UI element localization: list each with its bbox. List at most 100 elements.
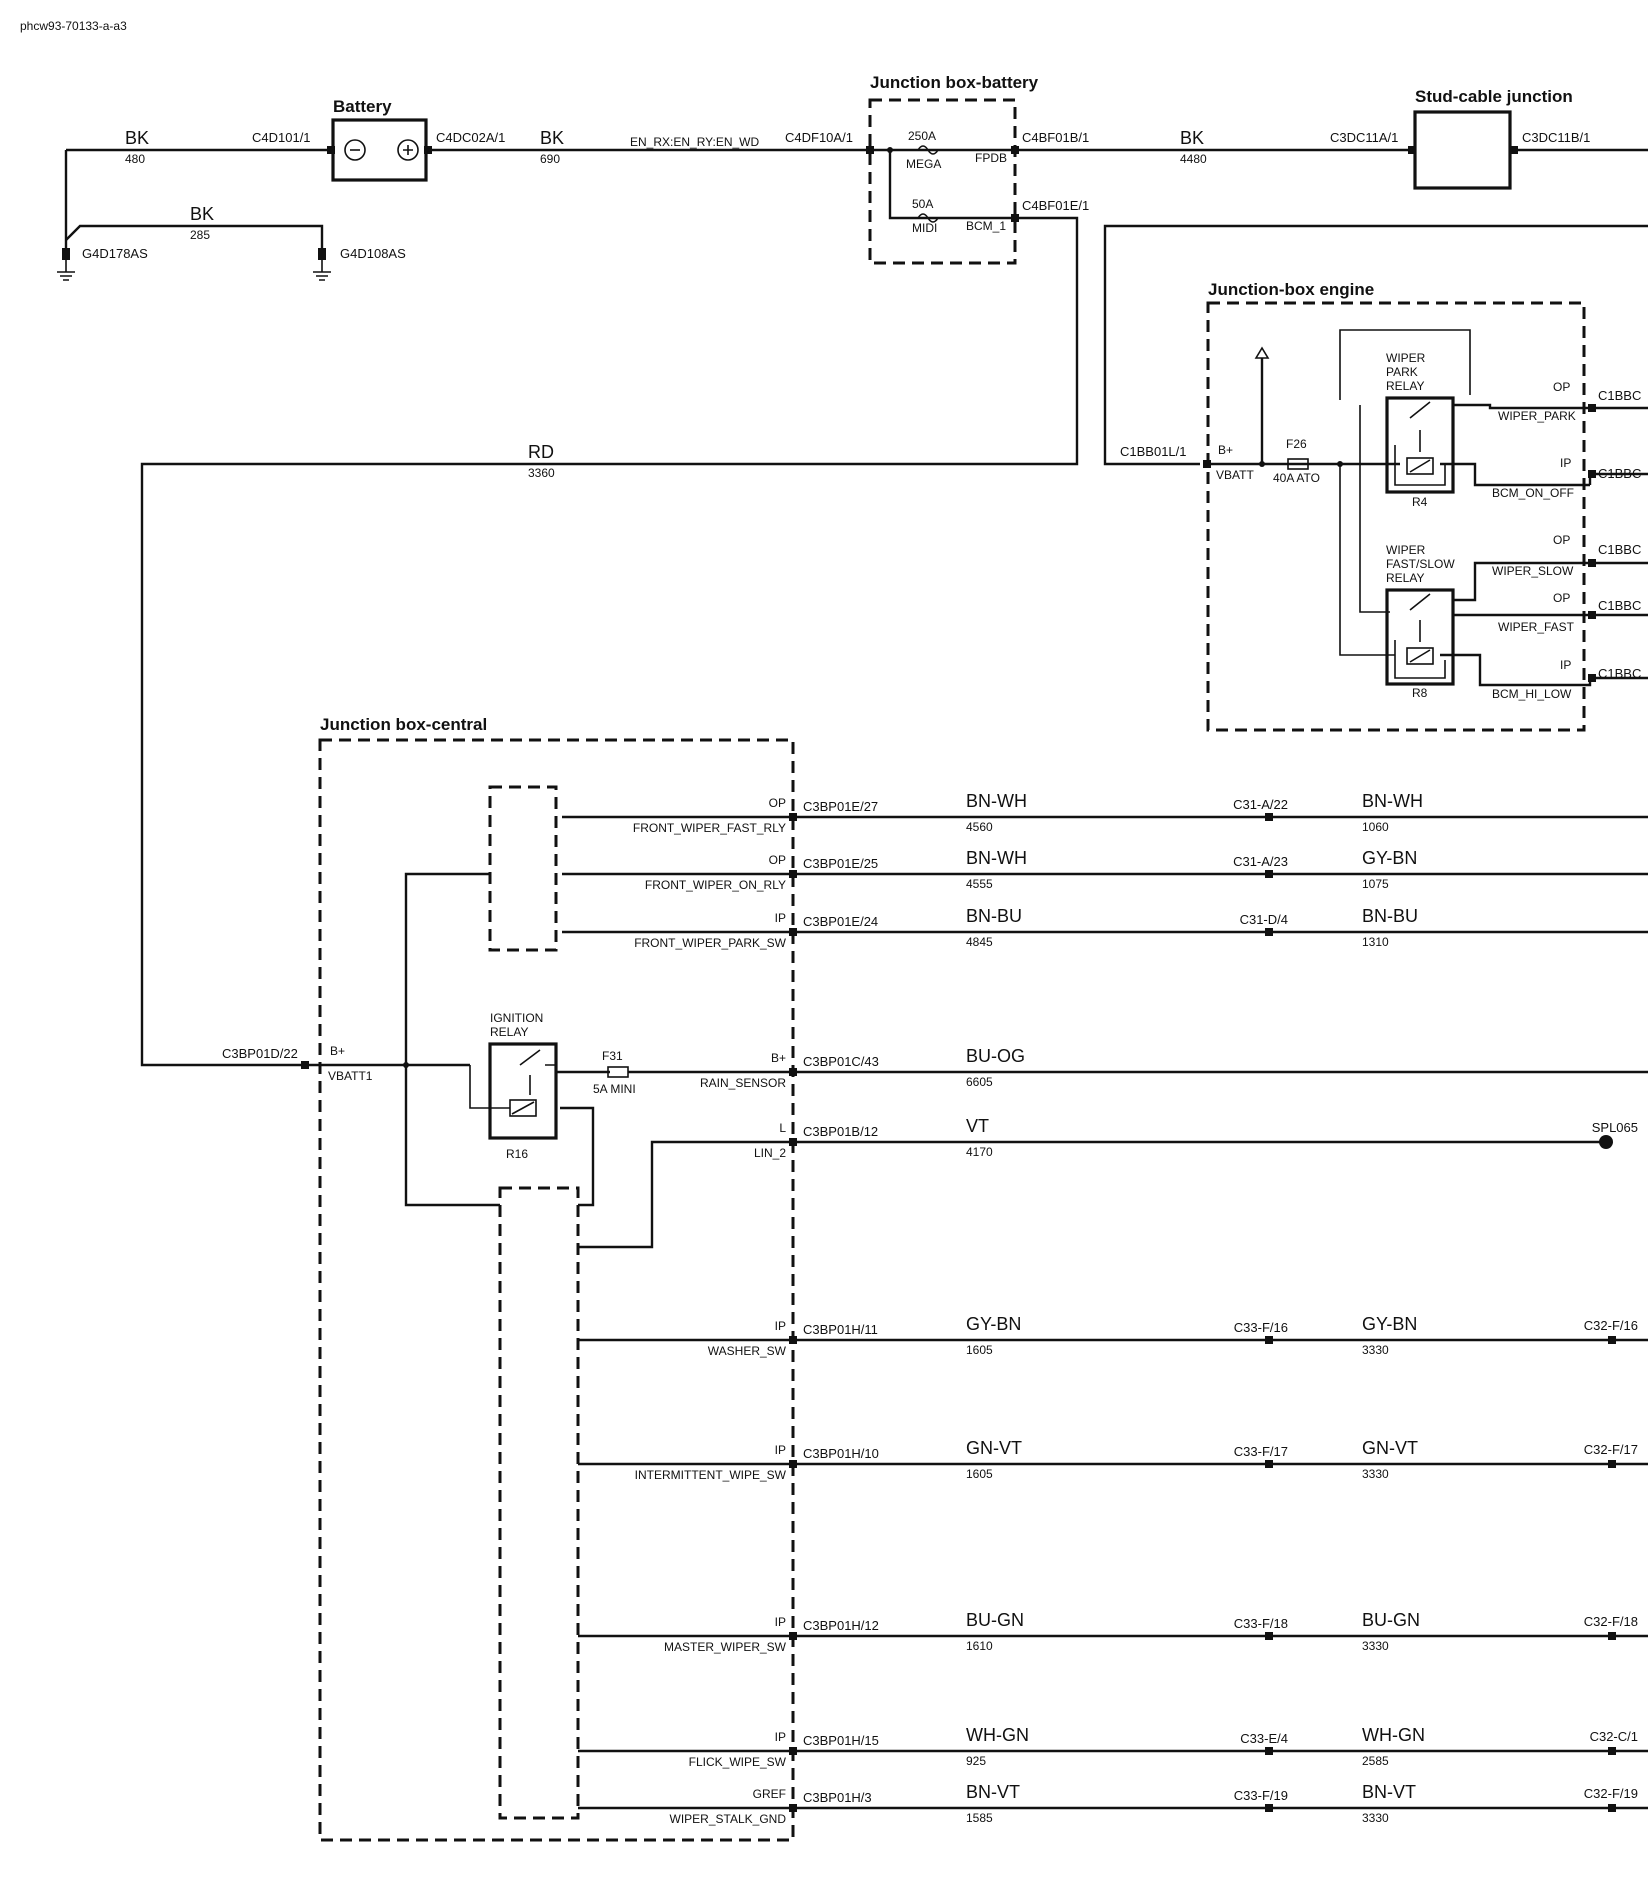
wire-number: 4560 bbox=[966, 820, 993, 834]
wire-color: BU-GN bbox=[966, 1610, 1024, 1630]
pin-connector bbox=[789, 1804, 797, 1812]
inline-connector-label: C33-F/16 bbox=[1234, 1320, 1288, 1335]
wire-color: WH-GN bbox=[966, 1725, 1029, 1745]
wire-color: BU-GN bbox=[1362, 1610, 1420, 1630]
inline-connector-label: C33-F/18 bbox=[1234, 1616, 1288, 1631]
wire-number: 1585 bbox=[966, 1811, 993, 1825]
svg-text:IGNITION: IGNITION bbox=[490, 1011, 543, 1025]
svg-text:VBATT1: VBATT1 bbox=[328, 1069, 373, 1083]
signal-name: WASHER_SW bbox=[708, 1344, 787, 1358]
pin-direction: IP bbox=[775, 911, 786, 925]
svg-text:OP: OP bbox=[1553, 533, 1570, 547]
engine-pin-1: OP WIPER_PARK C1BBC bbox=[1498, 380, 1641, 423]
wire-number: 1060 bbox=[1362, 820, 1389, 834]
svg-text:480: 480 bbox=[125, 152, 145, 166]
svg-text:BCM_HI_LOW: BCM_HI_LOW bbox=[1492, 687, 1572, 701]
wire-color: GN-VT bbox=[966, 1438, 1022, 1458]
svg-text:OP: OP bbox=[1553, 591, 1570, 605]
connector-c4d101 bbox=[327, 146, 335, 154]
svg-text:MEGA: MEGA bbox=[906, 157, 941, 171]
svg-text:C3BP01D/22: C3BP01D/22 bbox=[222, 1046, 298, 1061]
wire-number: 4555 bbox=[966, 877, 993, 891]
relay-r4 bbox=[1385, 396, 1455, 494]
svg-text:C1BBC: C1BBC bbox=[1598, 466, 1641, 481]
svg-text:C3DC11B/1: C3DC11B/1 bbox=[1522, 130, 1590, 145]
pin-connector bbox=[789, 870, 797, 878]
svg-text:C1BBC: C1BBC bbox=[1598, 666, 1641, 681]
wire-number: 4845 bbox=[966, 935, 993, 949]
pin-direction: GREF bbox=[753, 1787, 786, 1801]
end-connector-label: C32-F/16 bbox=[1584, 1318, 1638, 1333]
battery: Battery C4D101/1 C4DC02A/1 bbox=[252, 97, 505, 182]
svg-text:C1BBC: C1BBC bbox=[1598, 388, 1641, 403]
connector-label: C3BP01H/11 bbox=[803, 1322, 878, 1337]
svg-text:WIPER_SLOW: WIPER_SLOW bbox=[1492, 564, 1574, 578]
svg-text:BCM_ON_OFF: BCM_ON_OFF bbox=[1492, 486, 1574, 500]
end-connector bbox=[1608, 1460, 1616, 1468]
wire-rd-3360: RD 3360 bbox=[140, 216, 1079, 1067]
pin-direction: OP bbox=[769, 853, 786, 867]
svg-text:EN_RX:EN_RY:EN_WD: EN_RX:EN_RY:EN_WD bbox=[630, 135, 759, 149]
svg-text:G4D108AS: G4D108AS bbox=[340, 246, 406, 261]
pin-connector bbox=[789, 1747, 797, 1755]
svg-text:WIPER: WIPER bbox=[1386, 351, 1426, 365]
pin-direction: B+ bbox=[771, 1051, 786, 1065]
pin-direction: OP bbox=[769, 796, 786, 810]
svg-text:C4D101/1: C4D101/1 bbox=[252, 130, 311, 145]
svg-text:4480: 4480 bbox=[1180, 152, 1207, 166]
connector-label: C3BP01E/27 bbox=[803, 799, 878, 814]
connector-label: C3BP01H/10 bbox=[803, 1446, 879, 1461]
wire-color: BN-WH bbox=[1362, 791, 1423, 811]
end-connector-label: C32-F/19 bbox=[1584, 1786, 1638, 1801]
wire-color: BN-BU bbox=[966, 906, 1022, 926]
signal-name: RAIN_SENSOR bbox=[700, 1076, 786, 1090]
wire-color: BU-OG bbox=[966, 1046, 1025, 1066]
wire-number: 4170 bbox=[966, 1145, 993, 1159]
inline-connector-label: C33-F/19 bbox=[1234, 1788, 1288, 1803]
end-connector bbox=[1608, 1632, 1616, 1640]
inline-connector bbox=[1265, 1460, 1273, 1468]
connector-label: C3BP01C/43 bbox=[803, 1054, 879, 1069]
wire-number: 1610 bbox=[966, 1639, 993, 1653]
wire-color: GY-BN bbox=[1362, 1314, 1417, 1334]
wire-number: 1605 bbox=[966, 1343, 993, 1357]
end-connector-label: C32-F/17 bbox=[1584, 1442, 1638, 1457]
svg-text:WIPER_PARK: WIPER_PARK bbox=[1498, 409, 1576, 423]
inline-connector bbox=[1265, 1747, 1273, 1755]
svg-text:IP: IP bbox=[1560, 456, 1571, 470]
svg-text:250A: 250A bbox=[908, 129, 936, 143]
signal-name: INTERMITTENT_WIPE_SW bbox=[635, 1468, 787, 1482]
pin-connector bbox=[789, 1336, 797, 1344]
inline-connector bbox=[1265, 1632, 1273, 1640]
ground-g4d178as: G4D178AS bbox=[57, 246, 148, 281]
end-connector bbox=[1608, 1336, 1616, 1344]
central-rows: OP FRONT_WIPER_FAST_RLY C3BP01E/27 BN-WH 456… bbox=[562, 791, 1648, 1826]
signal-name: FLICK_WIPE_SW bbox=[689, 1755, 787, 1769]
connector-label: C3BP01B/12 bbox=[803, 1124, 878, 1139]
end-connector-label: C32-F/18 bbox=[1584, 1614, 1638, 1629]
svg-text:C3DC11A/1: C3DC11A/1 bbox=[1330, 130, 1398, 145]
svg-text:BCM_1: BCM_1 bbox=[966, 219, 1006, 233]
connector-label: C3BP01H/3 bbox=[803, 1790, 872, 1805]
wire-color: WH-GN bbox=[1362, 1725, 1425, 1745]
pin-connector bbox=[789, 1460, 797, 1468]
junction-box-battery: Junction box-battery 250A MEGA FPDB 50A … bbox=[866, 73, 1089, 265]
svg-text:IP: IP bbox=[1560, 658, 1571, 672]
signal-name: FRONT_WIPER_ON_RLY bbox=[645, 878, 786, 892]
signal-name: FRONT_WIPER_FAST_RLY bbox=[633, 821, 786, 835]
inline-connector bbox=[1265, 928, 1273, 936]
wire-bk-690: BK 690 EN_RX:EN_RY:EN_WD C4DF10A/1 bbox=[426, 128, 870, 166]
svg-text:BK: BK bbox=[1180, 128, 1204, 148]
svg-text:B+: B+ bbox=[1218, 443, 1233, 457]
wire-number: 1605 bbox=[966, 1467, 993, 1481]
wire-engine-feed: C1BB01L/1 bbox=[1103, 224, 1648, 466]
svg-text:C1BB01L/1: C1BB01L/1 bbox=[1120, 444, 1187, 459]
wire-bk-480: BK 480 bbox=[64, 128, 333, 252]
splice-label: SPL065 bbox=[1592, 1120, 1638, 1135]
end-connector bbox=[1608, 1747, 1616, 1755]
pin-direction: L bbox=[779, 1121, 786, 1135]
